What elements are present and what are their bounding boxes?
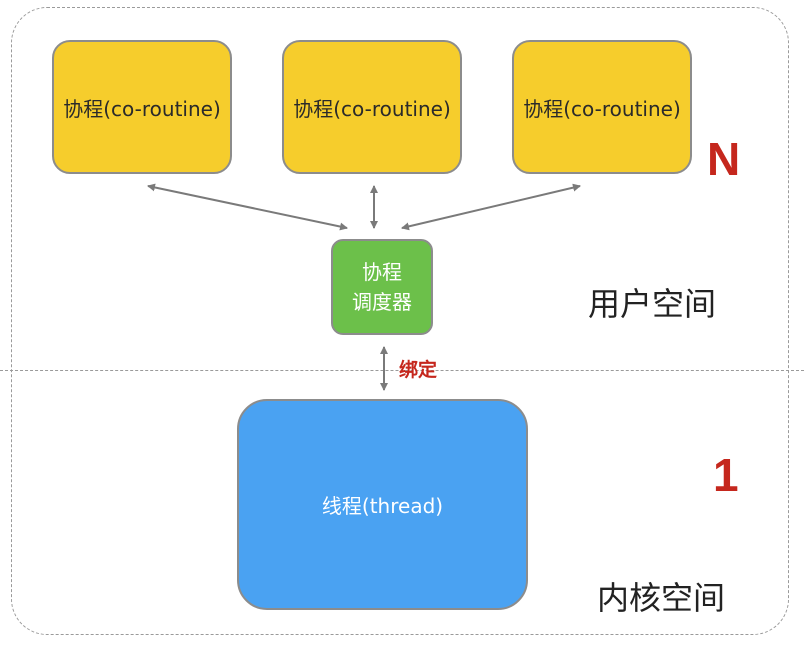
count-one: 1 [713, 449, 739, 501]
arrow-coroutine3-scheduler [401, 183, 581, 231]
coroutine-box-2: 协程(co-routine) [282, 40, 462, 174]
user-space-label: 用户空间 [588, 285, 717, 323]
coroutine-label-3: 协程(co-routine) [523, 96, 681, 121]
kernel-space-label: 内核空间 [597, 579, 726, 617]
coroutine-box-3: 协程(co-routine) [512, 40, 692, 174]
user-kernel-divider [0, 370, 804, 371]
thread-box: 线程(thread) [237, 399, 528, 610]
coroutine-label-2: 协程(co-routine) [293, 96, 451, 121]
thread-label: 线程(thread) [321, 494, 444, 518]
bind-label: 绑定 [399, 359, 438, 381]
scheduler-label-line1: 协程 [362, 260, 402, 284]
coroutine-box-1: 协程(co-routine) [52, 40, 232, 174]
scheduler-box: 协程 调度器 [331, 239, 433, 335]
outer-boundary [11, 7, 789, 635]
coroutine-label-1: 协程(co-routine) [63, 96, 221, 121]
scheduler-label-line2: 调度器 [352, 290, 412, 314]
count-n: N [707, 133, 741, 185]
arrow-coroutine1-scheduler [147, 183, 348, 231]
